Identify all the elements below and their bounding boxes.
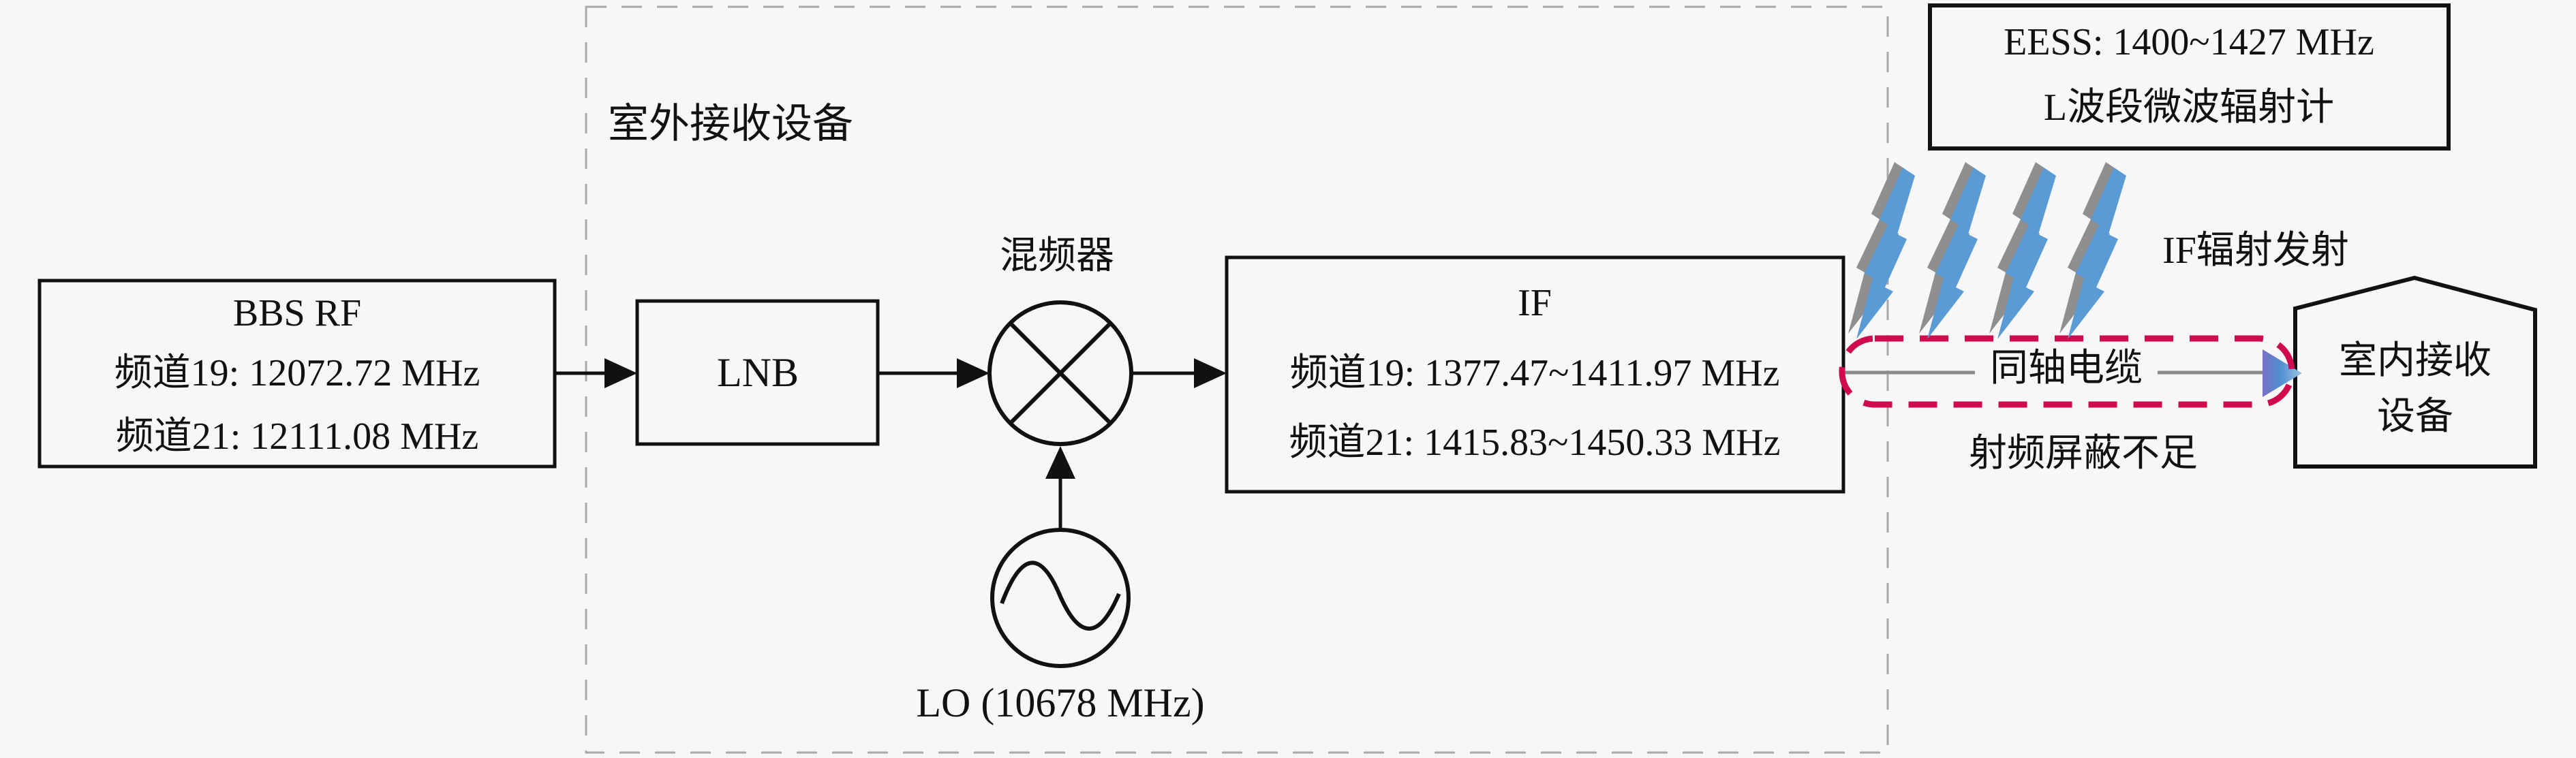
lightning-bolt-icon — [1919, 162, 1986, 339]
arrowhead-icon — [1194, 358, 1227, 388]
mixer-cross-line — [1008, 321, 1113, 426]
if-channel19: 频道19: 1377.47~1411.97 MHz — [1289, 352, 1780, 394]
rf-leakage-dashed-outline — [1839, 335, 2295, 408]
arrowhead-up-icon — [1045, 446, 1075, 479]
cable-arrowhead-icon — [2263, 349, 2302, 397]
outdoor-unit-dashed-border — [585, 5, 1889, 754]
indoor-unit-label-line2: 设备 — [2377, 396, 2453, 438]
if-title: IF — [1518, 282, 1552, 324]
mixer-label: 混频器 — [1000, 235, 1114, 277]
eess-range-label: EESS: 1400~1427 MHz — [2004, 21, 2374, 63]
lightning-bolt-shape — [1927, 168, 1986, 339]
bbs-rf-title: BBS RF — [232, 292, 362, 334]
bbs-rf-channel21: 频道21: 12111.08 MHz — [115, 415, 479, 458]
eess-box — [1928, 3, 2451, 151]
if-radiation-label: IF辐射发射 — [2162, 230, 2349, 272]
lightning-bolt-icon — [1989, 162, 2056, 339]
bbs-rf-channel19: 频道19: 12072.72 MHz — [114, 352, 480, 394]
lightning-bolt-icon — [2059, 162, 2126, 339]
indoor-unit-label-line1: 室内接收 — [2339, 340, 2491, 382]
lightning-bolt-shape — [1997, 168, 2056, 339]
lightning-bolt-shape — [1856, 168, 1915, 339]
coax-cable-label: 同轴电缆 — [1975, 347, 2158, 390]
eess-radiometer-label: L波段微波辐射计 — [2043, 86, 2335, 129]
outdoor-unit-label: 室外接收设备 — [608, 101, 853, 146]
indoor-unit-house-shape — [2293, 275, 2537, 469]
lightning-bolt-shape — [2068, 168, 2126, 339]
if-channel21: 频道21: 1415.83~1450.33 MHz — [1289, 422, 1781, 464]
sine-wave-icon — [1000, 560, 1121, 631]
rf-shield-label: 射频屏蔽不足 — [1969, 432, 2198, 475]
lnb-label: LNB — [717, 350, 799, 395]
arrowhead-icon — [604, 358, 637, 388]
lightning-bolt-icon — [1848, 162, 1915, 339]
lo-label: LO (10678 MHz) — [916, 680, 1205, 725]
arrowhead-icon — [957, 358, 990, 388]
